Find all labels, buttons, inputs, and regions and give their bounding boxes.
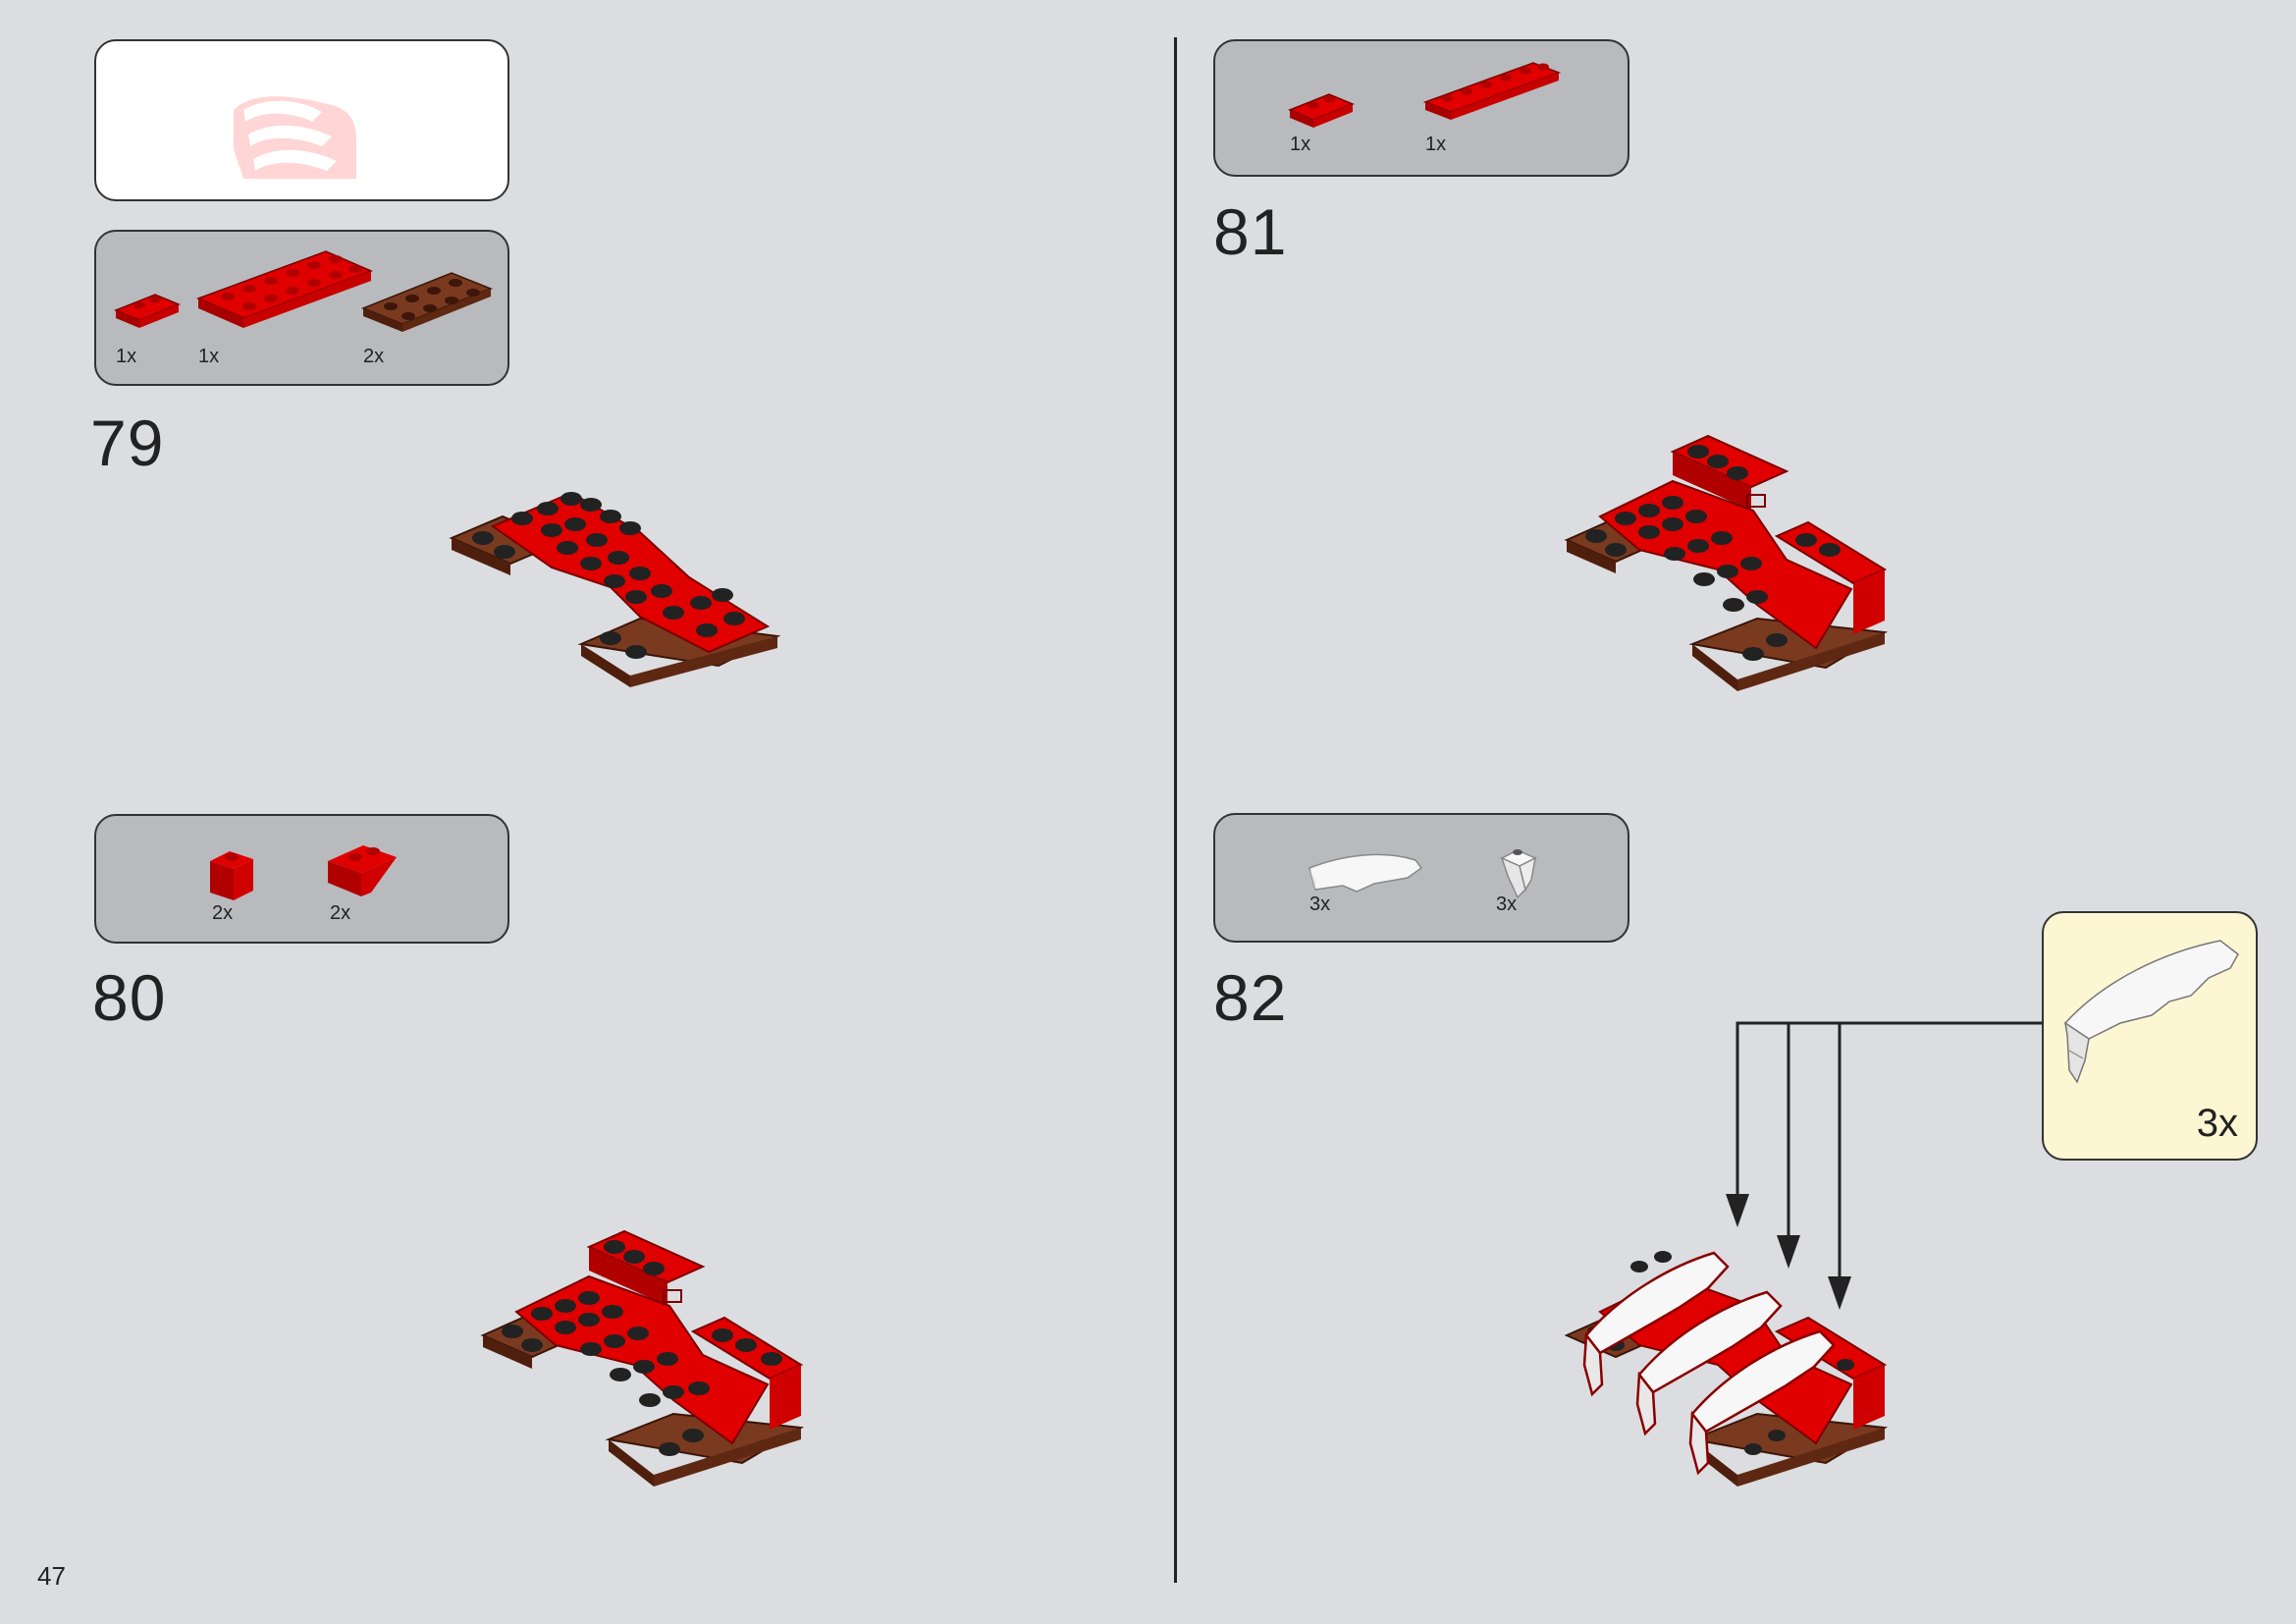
part-qty: 1x [1425, 134, 1447, 155]
red-slope-inverted-icon [328, 845, 397, 896]
step-81-parts-panel: 1x 1x [1213, 39, 1629, 177]
curved-slope-2 [1635, 1290, 1783, 1436]
white-curved-slope-with-clip-image [2063, 940, 2239, 1084]
curved-slope-3 [1688, 1329, 1836, 1476]
arrow-head [1726, 1194, 1749, 1227]
step-82-parts-panel: 3x 3x [1213, 813, 1629, 943]
submodel-preview-image [234, 96, 356, 179]
step-80-parts-panel: 2x 2x [94, 814, 509, 944]
white-clip-plate-icon [1500, 849, 1537, 899]
red-plate-2x6-icon [195, 250, 374, 328]
part-qty: 1x [198, 346, 220, 367]
red-plate-1x6-icon [1422, 62, 1562, 120]
step-81-model-image [1564, 434, 1889, 691]
part-qty: 1x [1290, 134, 1311, 155]
part-qty: 3x [1496, 893, 1518, 915]
part-qty: 2x [212, 902, 234, 924]
step-number: 80 [92, 961, 167, 1034]
white-curved-slope-icon [1308, 853, 1423, 893]
part-qty: 2x [363, 346, 385, 367]
step-number: 81 [1213, 195, 1288, 268]
step-number: 79 [90, 406, 165, 479]
curved-slope-1 [1582, 1251, 1730, 1397]
page-number: 47 [37, 1561, 66, 1591]
part-qty: 2x [330, 902, 351, 924]
submodel-preview-panel [94, 39, 509, 201]
callout-qty: 3x [2196, 1102, 2238, 1145]
red-plate-1x2-icon [114, 294, 181, 328]
step-79-model-image [449, 491, 781, 687]
page-divider [1174, 37, 1177, 1583]
step-79-parts-panel: 1x 1x 2x [94, 230, 509, 386]
sub-build-callout: 3x [2042, 911, 2258, 1161]
brown-plate-2x4-icon [360, 272, 494, 332]
step-82-model-image [1564, 1251, 1889, 1487]
part-qty: 3x [1309, 893, 1331, 915]
red-brick-1x1-icon [210, 851, 253, 900]
step-80-model-image [480, 1229, 805, 1487]
part-qty: 1x [116, 346, 137, 367]
step-number: 82 [1213, 961, 1288, 1034]
red-plate-1x2-icon [1288, 93, 1355, 128]
